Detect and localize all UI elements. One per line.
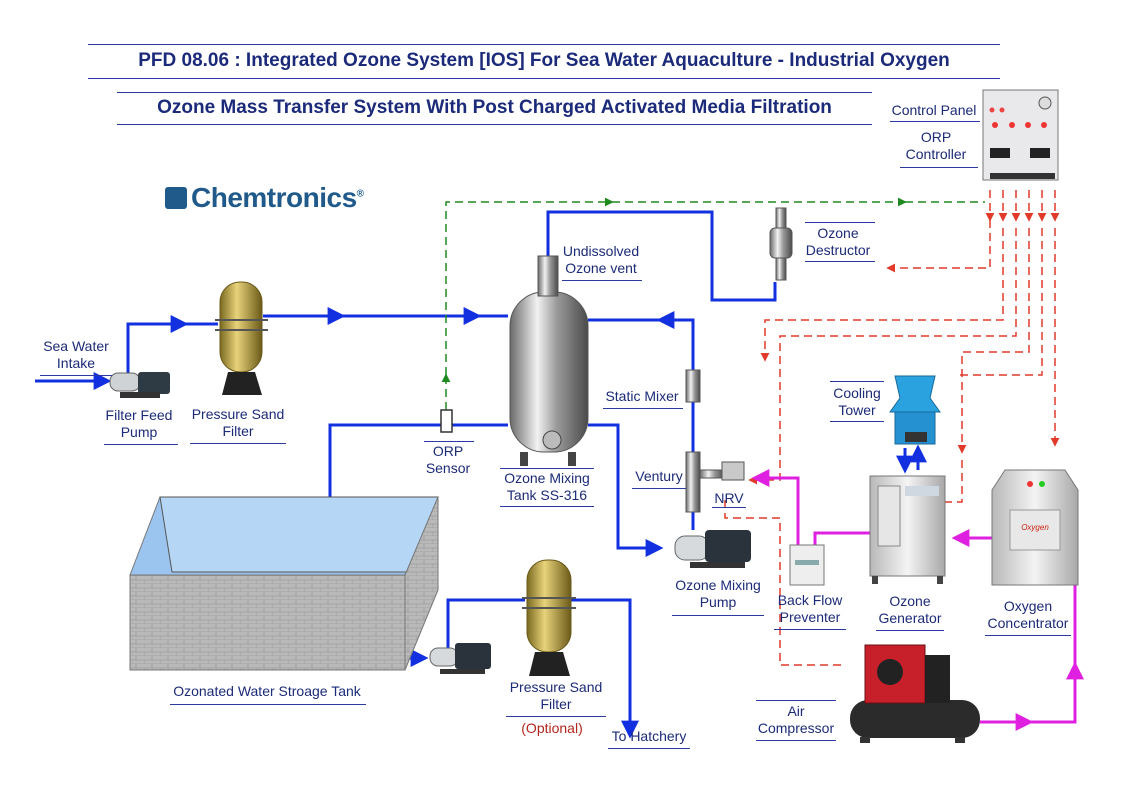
diagram-title: PFD 08.06 : Integrated Ozone System [IOS… (138, 50, 950, 71)
label-control-panel: Control Panel (891, 102, 977, 118)
nrv-icon (721, 461, 745, 481)
ozone-mixing-tank-icon (509, 255, 589, 466)
ozone-generator-icon (869, 475, 946, 584)
underline (890, 121, 980, 122)
underline (756, 700, 836, 701)
control-signal-lines (724, 190, 1060, 666)
underline (40, 375, 112, 376)
orp-sensor-icon (440, 409, 453, 433)
underline (774, 629, 846, 630)
control-panel-box (982, 89, 1059, 181)
underline (424, 441, 474, 442)
underline (632, 488, 686, 489)
subtitle-rule-top (117, 92, 872, 93)
oxygen-lines (751, 469, 1084, 731)
underline (500, 506, 594, 507)
cooling-tower-icon (889, 375, 941, 445)
underline (805, 222, 875, 223)
underline (805, 261, 875, 262)
logo-text: Chemtronics (191, 182, 357, 213)
pressure-sand-filter-icon (215, 281, 268, 395)
underline (900, 167, 978, 168)
subtitle-rule-bottom (117, 124, 872, 125)
underline (712, 507, 746, 508)
label-to-hatchery: To Hatchery (611, 728, 687, 744)
label-venturi: Ventury (635, 468, 683, 484)
underline (562, 280, 642, 281)
underline (190, 443, 286, 444)
static-mixer-icon (685, 369, 701, 403)
oxygen-concentrator-icon: Oxygen (991, 469, 1079, 586)
venturi-icon (685, 451, 725, 513)
underline (506, 716, 606, 717)
orp-signal-line (441, 197, 985, 410)
label-static-mixer: Static Mixer (605, 388, 679, 404)
chemtronics-logo: Chemtronics® (165, 182, 364, 214)
underline (672, 615, 764, 616)
title-rule-top (88, 44, 1000, 45)
filter-feed-pump-icon (109, 372, 170, 398)
air-compressor-icon (850, 644, 980, 743)
underline (985, 635, 1071, 636)
title-rule-bottom (88, 78, 1000, 79)
underline (608, 748, 690, 749)
underline (104, 444, 178, 445)
label-storage-tank: Ozonated Water Stroage Tank (173, 683, 361, 699)
back-flow-preventer-icon (789, 544, 825, 586)
storage-tank-icon (129, 496, 439, 671)
ozone-destructor-icon (769, 207, 793, 281)
underline (876, 630, 944, 631)
pressure-sand-filter-2-icon (522, 559, 576, 676)
underline (830, 381, 884, 382)
transfer-pump-icon (429, 643, 491, 674)
diagram-subtitle: Ozone Mass Transfer System With Post Cha… (157, 97, 832, 118)
underline (830, 421, 884, 422)
logo-mark-icon (165, 187, 187, 209)
logo-registered-mark: ® (356, 188, 364, 200)
underline (603, 408, 683, 409)
underline (756, 740, 836, 741)
label-nrv: NRV (714, 490, 744, 506)
underline (500, 468, 594, 469)
label-optional: (Optional) (521, 720, 583, 736)
svg-text:Oxygen: Oxygen (1021, 523, 1049, 532)
ozone-mixing-pump-icon (674, 530, 751, 568)
underline (170, 704, 366, 705)
